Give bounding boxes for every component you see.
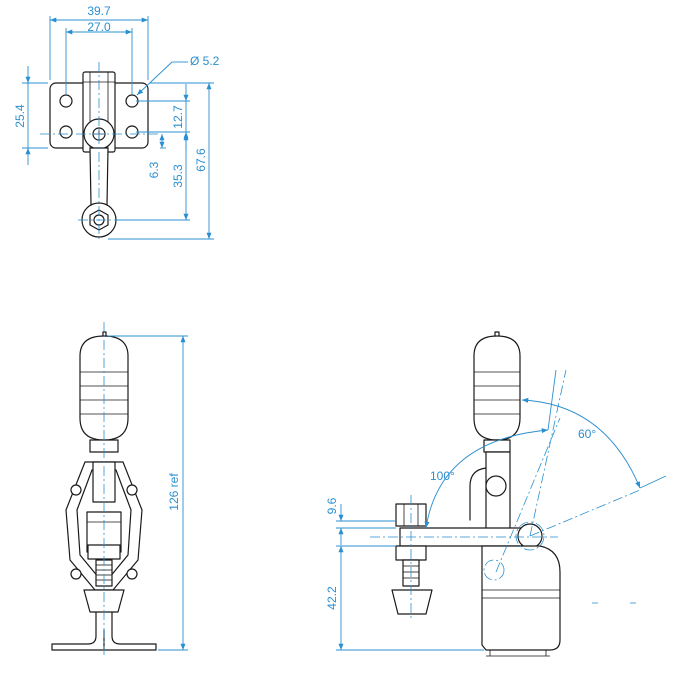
- dim-arm-length: 35.3: [171, 164, 185, 188]
- mounting-hole: [59, 94, 73, 108]
- dim-bar-thickness: 9.6: [325, 497, 339, 514]
- side-handle-grip: [473, 335, 521, 441]
- top-view-dimensions: 39.7 27.0 Ø 5.2 25.4 12.7 6.3 35.3: [13, 4, 220, 240]
- dim-base-height: 42.2: [325, 586, 339, 610]
- side-pivot-upper: [485, 475, 507, 497]
- dim-total-height: 126 ref: [167, 473, 181, 511]
- dim-hole-spacing: 12.7: [171, 105, 185, 129]
- dim-angle-open: 100°: [430, 469, 455, 483]
- mounting-hole: [59, 125, 73, 139]
- dim-angle-handle: 60°: [578, 427, 596, 441]
- dim-total-length: 67.6: [194, 148, 208, 172]
- dim-top-width-inner: 27.0: [87, 20, 111, 34]
- dim-offset-small: 6.3: [147, 161, 161, 178]
- front-handle-grip: [79, 335, 129, 441]
- dim-hole-diameter: Ø 5.2: [190, 54, 220, 68]
- side-view-dimensions: 9.6 42.2 100° 60°: [325, 369, 667, 651]
- front-view: [51, 322, 157, 655]
- side-view: [370, 331, 641, 657]
- side-pressure-pad: [391, 589, 433, 615]
- front-neck-nut: [89, 439, 119, 453]
- dim-plate-height: 25.4: [13, 104, 27, 128]
- top-view: [40, 62, 158, 240]
- front-view-dimensions: 126 ref: [108, 335, 188, 651]
- dim-top-width-outer: 39.7: [87, 4, 111, 18]
